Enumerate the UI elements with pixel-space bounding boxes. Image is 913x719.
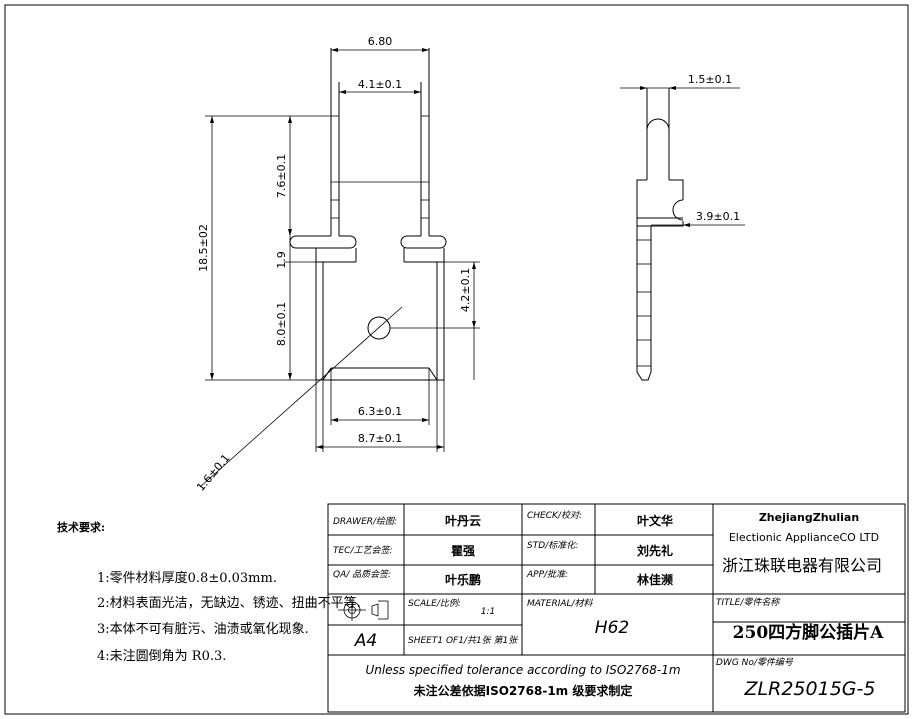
dim-overall-width: 6.80	[368, 35, 393, 48]
title-block: DRAWER/绘图: 叶丹云 CHECK/校对: 叶文华 TEC/工艺会签: 瞿…	[327, 503, 906, 713]
dim-bottom-width: 8.7±0.1	[358, 432, 402, 445]
dwg-number: ZLR25015G-5	[744, 678, 876, 700]
lower-body-outer	[315, 248, 445, 381]
side-notch	[672, 199, 684, 221]
side-top-arc	[646, 118, 670, 131]
sheet-border	[4, 4, 909, 715]
qa-name: 叶乐鹏	[445, 572, 481, 587]
tec-label: TEC/工艺会签:	[333, 545, 393, 556]
qa-label: QA/ 品质会签:	[333, 569, 391, 580]
dim-gap: 1.9	[275, 251, 288, 269]
dim-total-height: 18.5±02	[197, 224, 210, 272]
projection-symbol-icon	[338, 599, 389, 621]
dim-thickness: 1.5±0.1	[688, 73, 732, 86]
note-item: 3:本体不可有脏污、油渍或氧化现象.	[97, 622, 309, 637]
dim-upper-height: 7.6±0.1	[275, 154, 288, 198]
tec-name: 瞿强	[451, 544, 475, 558]
notes-title: 技术要求:	[57, 520, 105, 534]
technical-notes: 技术要求: 1:零件材料厚度0.8±0.03mm. 2:材料表面光洁，无缺边、锈…	[57, 520, 361, 664]
title-block-border	[327, 503, 906, 713]
note-item: 1:零件材料厚度0.8±0.03mm.	[97, 570, 277, 586]
side-lower-leg	[636, 226, 652, 381]
note-item: 2:材料表面光洁，无缺边、锈迹、扭曲不平等.	[97, 595, 361, 611]
check-label: CHECK/校对:	[527, 510, 582, 521]
dim-hole-offset: 4.2±0.1	[459, 268, 472, 312]
scale-label: SCALE/比例:	[408, 598, 461, 609]
sheet-label: SHEET1 OF1/共1张 第1张	[408, 635, 519, 646]
company-name-en-1: ZhejiangZhulian	[759, 511, 859, 524]
front-view: 6.80 4.1±0.1 18.5±02 7.6±0.1 1.9 8.0±0.1…	[194, 35, 480, 494]
dim-hole-dia: 1.6±0.1	[194, 452, 232, 494]
std-name: 刘先礼	[637, 543, 673, 558]
hole-leader	[199, 306, 403, 488]
title-label: TITLE/零件名称	[716, 597, 781, 608]
dim-slot-width: 4.1±0.1	[358, 78, 402, 91]
paper-size: A4	[354, 631, 377, 651]
right-shoulder	[400, 235, 447, 249]
company-name-en-2: Electionic ApplianceCO LTD	[729, 531, 879, 544]
dwg-label: DWG No/零件编号	[716, 657, 794, 668]
dim-lower-height: 8.0±0.1	[275, 302, 288, 346]
app-label: APP/批准:	[526, 569, 568, 580]
scale-value: 1:1	[481, 607, 495, 617]
std-label: STD/标准化:	[527, 540, 578, 551]
bottom-taper-right	[428, 367, 438, 381]
part-title: 250四方脚公插片A	[733, 622, 884, 643]
dim-step-width: 3.9±0.1	[696, 210, 740, 223]
dim-inner-bottom: 6.3±0.1	[358, 405, 402, 418]
left-shoulder	[289, 235, 357, 249]
company-name-cn: 浙江珠联电器有限公司	[722, 556, 882, 575]
material-value: H62	[595, 618, 629, 638]
drawer-label: DRAWER/绘图:	[333, 516, 397, 527]
note-item: 4:未注圆倒角为 R0.3.	[97, 649, 226, 664]
tolerance-note-cn: 未注公差依据ISO2768-1m 级要求制定	[413, 683, 633, 698]
drawer-name: 叶丹云	[445, 513, 481, 528]
check-name: 叶文华	[637, 513, 673, 528]
side-view: 1.5±0.1 3.9±0.1	[620, 73, 745, 381]
tolerance-note-en: Unless specified tolerance according to …	[365, 663, 680, 677]
material-label: MATERIAL/材料	[527, 598, 594, 609]
side-step-right	[669, 179, 684, 200]
app-name: 林佳濒	[637, 572, 673, 587]
